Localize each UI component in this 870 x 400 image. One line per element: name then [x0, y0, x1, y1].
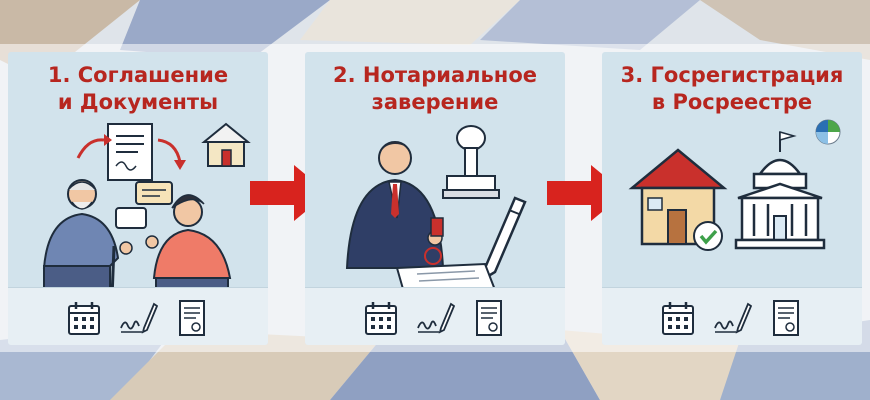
government-building-icon — [734, 131, 826, 250]
transfer-arrow-icon — [157, 138, 182, 163]
house-icon — [201, 122, 251, 167]
certificate-icon — [476, 300, 502, 336]
pen-icon — [483, 196, 527, 281]
rosreestr-logo-icon — [815, 119, 841, 145]
step-footer-icons — [8, 287, 268, 345]
stamp-icon — [442, 125, 500, 199]
step-card-notary: 2. Нотариальное заверение — [305, 52, 565, 345]
speech-bubble-icon — [115, 181, 173, 229]
step-title-line: и Документы — [57, 90, 219, 114]
calendar-icon — [68, 302, 100, 335]
step-footer-icons — [305, 287, 565, 345]
house-check-icon — [628, 148, 728, 251]
certificate-icon — [179, 300, 205, 336]
step-card-registration: 3. Госрегистрация в Росреестре — [602, 52, 862, 345]
step-card-agreement: 1. Соглашение и Документы — [8, 52, 268, 345]
step-title-line: в Росреестре — [651, 90, 813, 114]
step-title-line: заверение — [371, 90, 499, 114]
step-title: 1. Соглашение и Документы — [8, 62, 268, 116]
signature-icon — [120, 302, 158, 334]
step-title-line: 2. Нотариальное — [332, 63, 537, 87]
registration-illustration — [628, 119, 841, 251]
transfer-arrow-icon — [76, 138, 105, 159]
young-man — [145, 194, 232, 299]
signature-icon — [417, 302, 455, 334]
document-icon — [107, 123, 153, 181]
step-title: 3. Госрегистрация в Росреестре — [602, 62, 862, 116]
step-title-line: 1. Соглашение — [47, 63, 229, 87]
step-title: 2. Нотариальное заверение — [305, 62, 565, 116]
agreement-illustration — [42, 122, 251, 299]
elderly-man — [42, 179, 133, 299]
certificate-icon — [773, 300, 799, 336]
calendar-icon — [662, 302, 694, 335]
step-footer-icons — [602, 287, 862, 345]
notary-figure — [345, 141, 445, 269]
signature-icon — [714, 302, 752, 334]
step-title-line: 3. Госрегистрация — [620, 63, 844, 87]
calendar-icon — [365, 302, 397, 335]
